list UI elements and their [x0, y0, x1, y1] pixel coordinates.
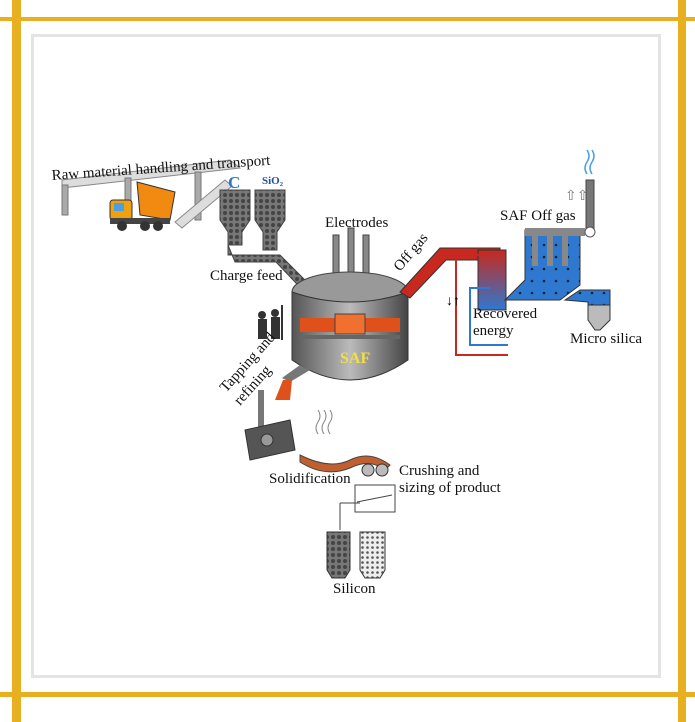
steam-icon — [584, 149, 595, 175]
molten-pour — [275, 380, 292, 400]
recovered-energy-label-2: energy — [473, 323, 514, 339]
frame-bottom-bar — [0, 692, 695, 697]
conveyor — [61, 159, 242, 229]
silicon-label: Silicon — [333, 581, 376, 597]
solidification-label: Solidification — [269, 471, 351, 487]
furnace-saf — [282, 271, 409, 382]
dump-truck-icon — [109, 181, 176, 231]
heat-waves-icon — [315, 409, 333, 435]
frame-left-bar — [12, 0, 21, 722]
flow-arrows-icon: ↓↑ — [446, 294, 460, 309]
exhaust-arrows-icon: ⇧⇧ — [565, 189, 588, 204]
micro-silica-label: Micro silica — [570, 331, 642, 347]
recovered-energy-pipes — [455, 254, 508, 356]
crusher-rollers-icon — [361, 463, 389, 477]
silicon-bins — [326, 531, 386, 579]
sizing-screen — [339, 484, 396, 530]
charge-hoppers — [219, 189, 321, 301]
baghouse-filter — [503, 179, 611, 331]
saf-off-gas-label: SAF Off gas — [500, 208, 576, 224]
inner-border — [31, 34, 661, 678]
workers-icon — [258, 305, 283, 340]
saf-label: SAF — [340, 350, 370, 367]
heat-exchanger — [477, 249, 507, 311]
electrodes-label: Electrodes — [325, 215, 388, 231]
frame-top-bar — [0, 17, 695, 21]
ladle-icon — [244, 390, 296, 461]
recovered-energy-label-1: Recovered — [473, 306, 538, 322]
carbon-label: C — [228, 173, 240, 192]
charge-feed-label: Charge feed — [210, 268, 283, 284]
frame-right-bar — [678, 0, 686, 722]
silica-label: SiO₂ — [262, 175, 284, 187]
crushing-label-2: sizing of product — [399, 480, 501, 496]
crushing-label-1: Crushing and — [399, 463, 480, 479]
